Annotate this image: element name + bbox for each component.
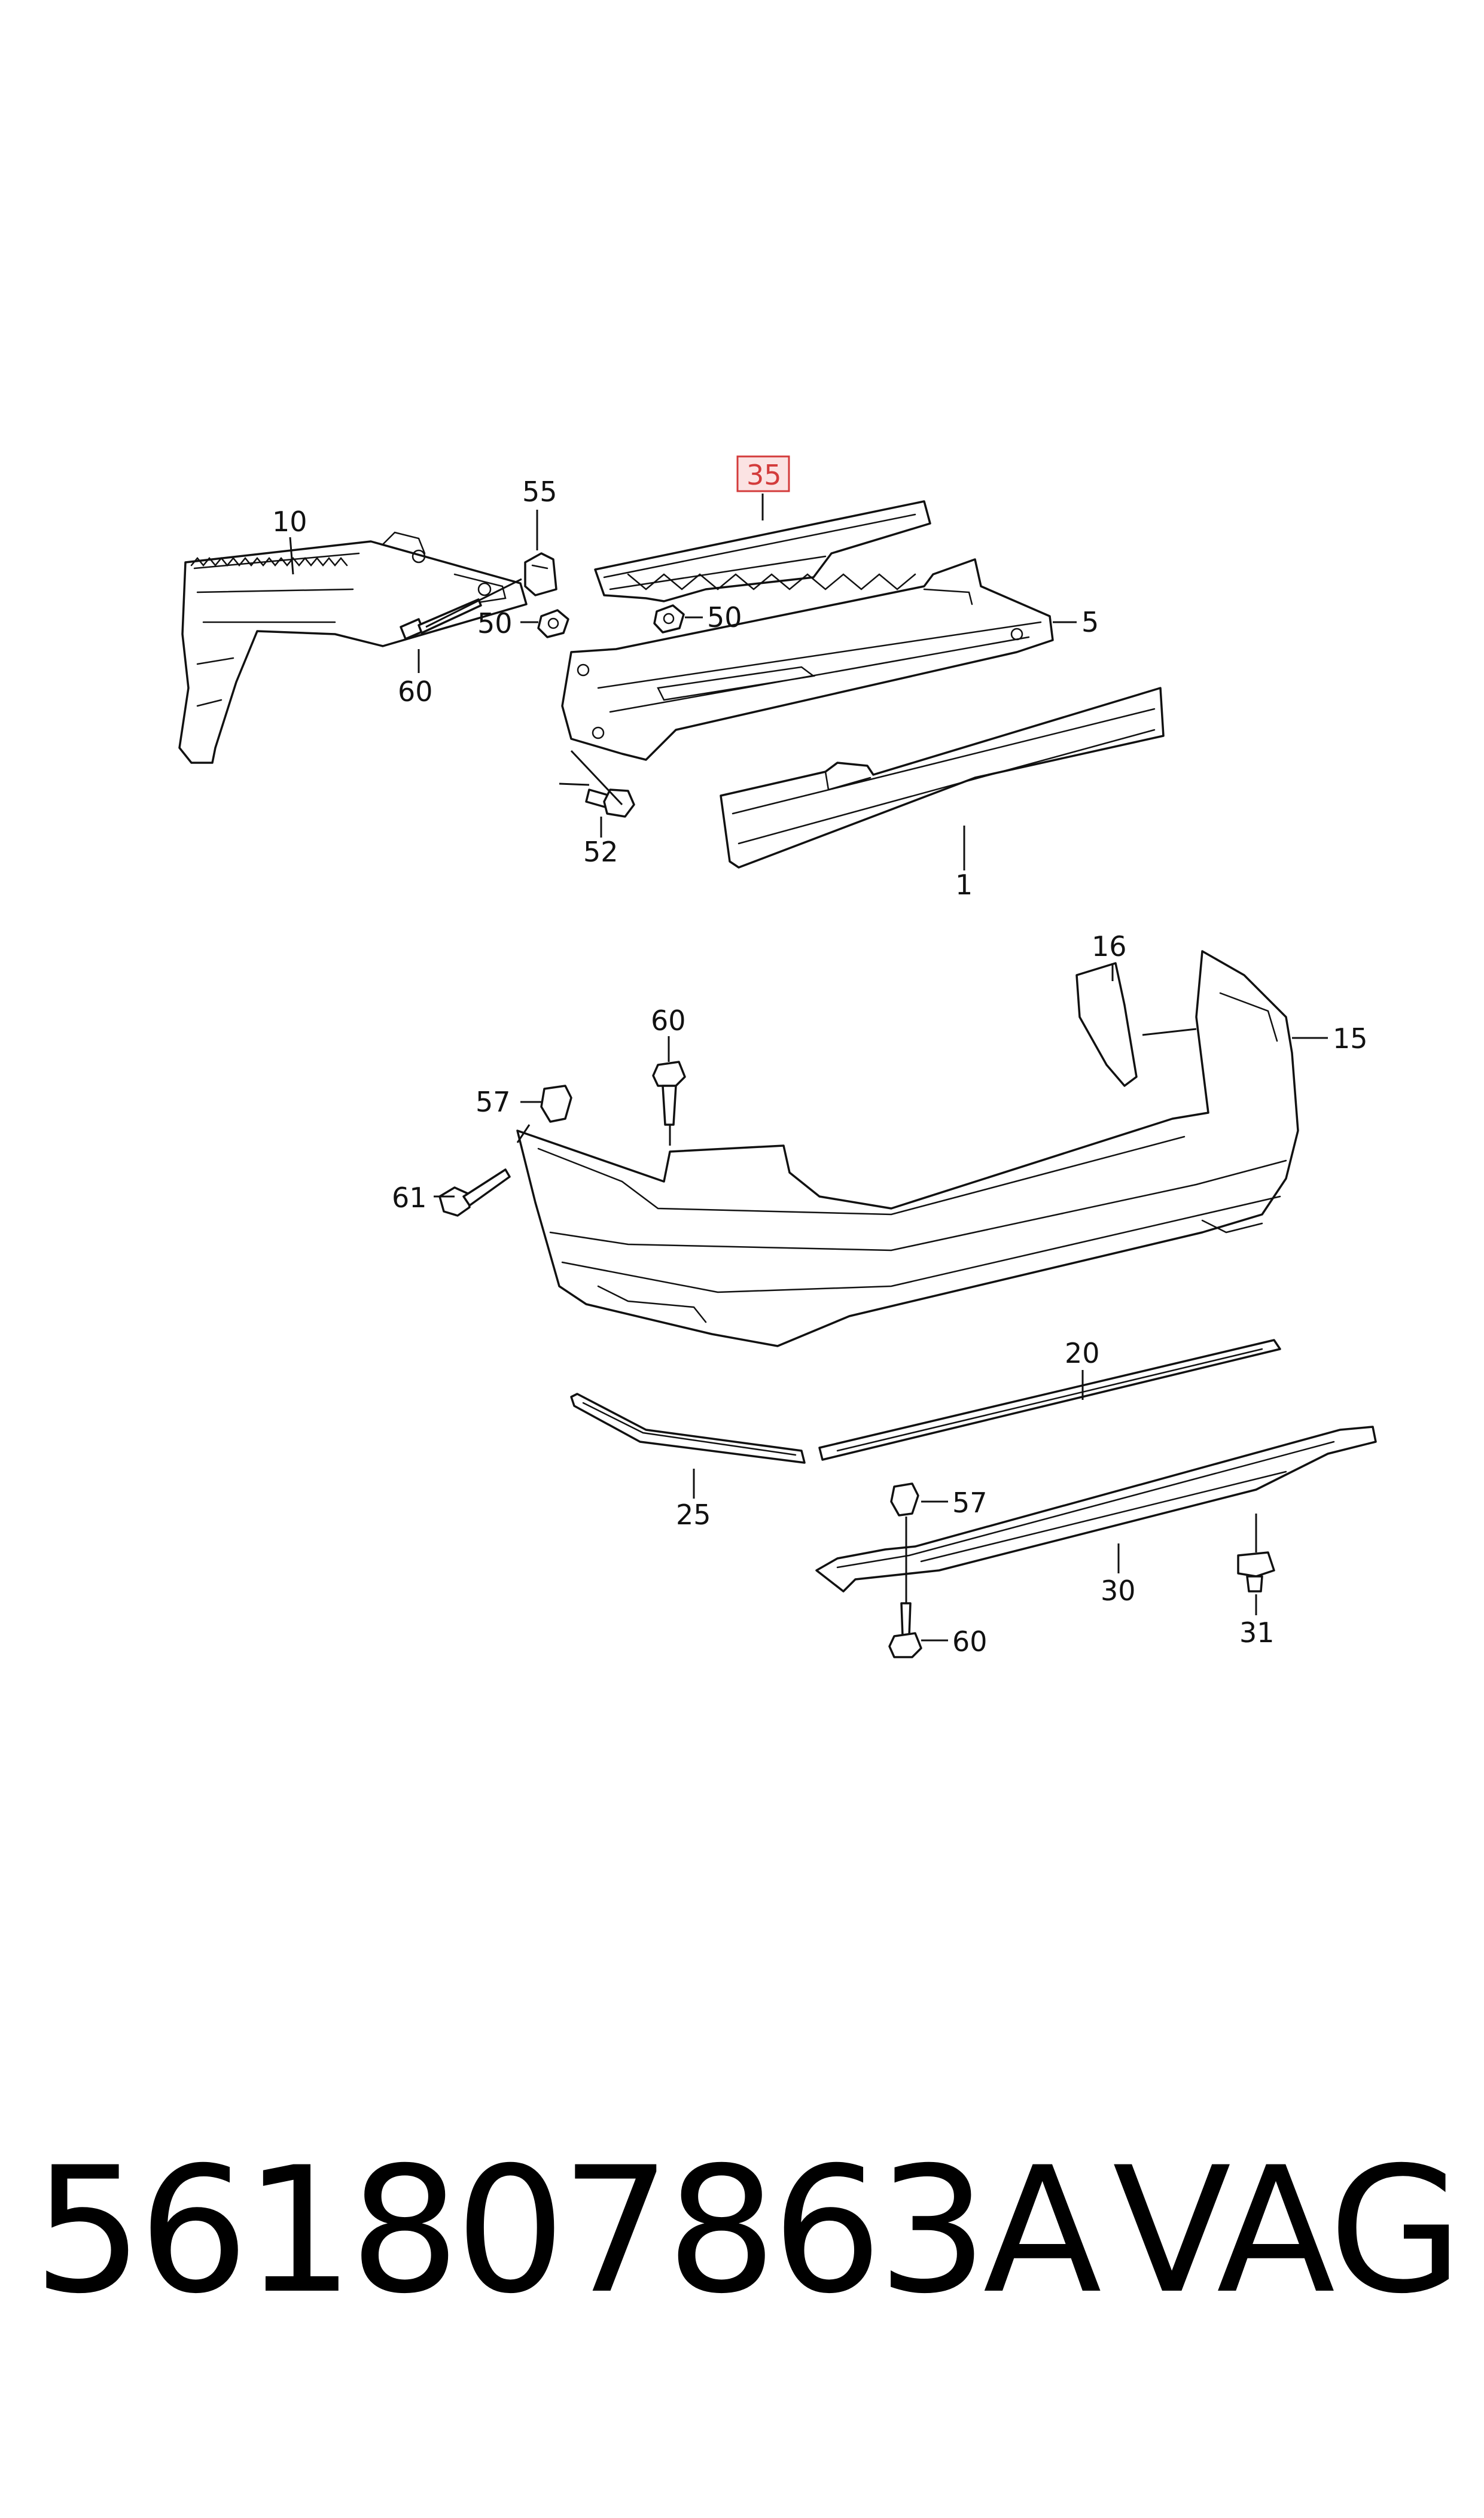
callout-60: 60 bbox=[952, 1625, 988, 1658]
callout-60: 60 bbox=[651, 1004, 686, 1037]
protective-film-part bbox=[1075, 962, 1138, 1087]
brand-name: VAG bbox=[1113, 2130, 1463, 2332]
clip-part bbox=[890, 1482, 919, 1517]
side-bracket-part bbox=[178, 531, 528, 764]
callout-57: 57 bbox=[952, 1487, 988, 1519]
callout-1: 1 bbox=[955, 869, 973, 901]
callout-35: 35 bbox=[746, 459, 782, 491]
leader-lines bbox=[289, 494, 1328, 1642]
callout-61: 61 bbox=[392, 1182, 427, 1214]
callout-15: 15 bbox=[1333, 1022, 1368, 1055]
clip-part bbox=[1237, 1551, 1275, 1593]
bolt-part bbox=[585, 788, 635, 818]
callout-57: 57 bbox=[476, 1086, 511, 1118]
trim-strip-part bbox=[570, 1393, 806, 1464]
callout-52: 52 bbox=[583, 836, 618, 868]
callout-30: 30 bbox=[1101, 1575, 1136, 1607]
parts-diagram: 10 55 60 50 35 50 5 52 1 16 15 60 57 61 … bbox=[178, 455, 1377, 1658]
screw-part bbox=[438, 1168, 511, 1217]
clip-part bbox=[524, 552, 557, 596]
highlight-box bbox=[736, 455, 790, 492]
callout-31: 31 bbox=[1239, 1616, 1275, 1649]
callout-50: 50 bbox=[707, 601, 742, 634]
diffuser-part bbox=[815, 1426, 1377, 1593]
callout-16: 16 bbox=[1092, 930, 1127, 963]
callout-20: 20 bbox=[1065, 1337, 1100, 1369]
clip-part bbox=[540, 1085, 572, 1123]
impact-absorber-part bbox=[720, 687, 1165, 869]
footer: 561807863A VAG bbox=[0, 2124, 1484, 2435]
callout-10: 10 bbox=[272, 506, 307, 538]
bumper-carrier-part bbox=[561, 558, 1054, 761]
nut-part bbox=[653, 604, 685, 634]
callouts: 10 55 60 50 35 50 5 52 1 16 15 60 57 61 … bbox=[272, 455, 1368, 1658]
callout-60: 60 bbox=[398, 675, 433, 708]
screw-part bbox=[888, 1602, 922, 1658]
callout-5: 5 bbox=[1081, 606, 1099, 638]
callout-50: 50 bbox=[477, 607, 513, 640]
callout-25: 25 bbox=[676, 1499, 711, 1531]
part-number: 561807863A bbox=[33, 2130, 1102, 2332]
guide-bracket-part bbox=[594, 500, 931, 602]
callout-55: 55 bbox=[522, 476, 557, 508]
trim-strip-part bbox=[818, 1339, 1281, 1461]
nut-part bbox=[537, 609, 569, 638]
bumper-cover-part bbox=[516, 950, 1299, 1347]
screw-part bbox=[652, 1061, 686, 1126]
